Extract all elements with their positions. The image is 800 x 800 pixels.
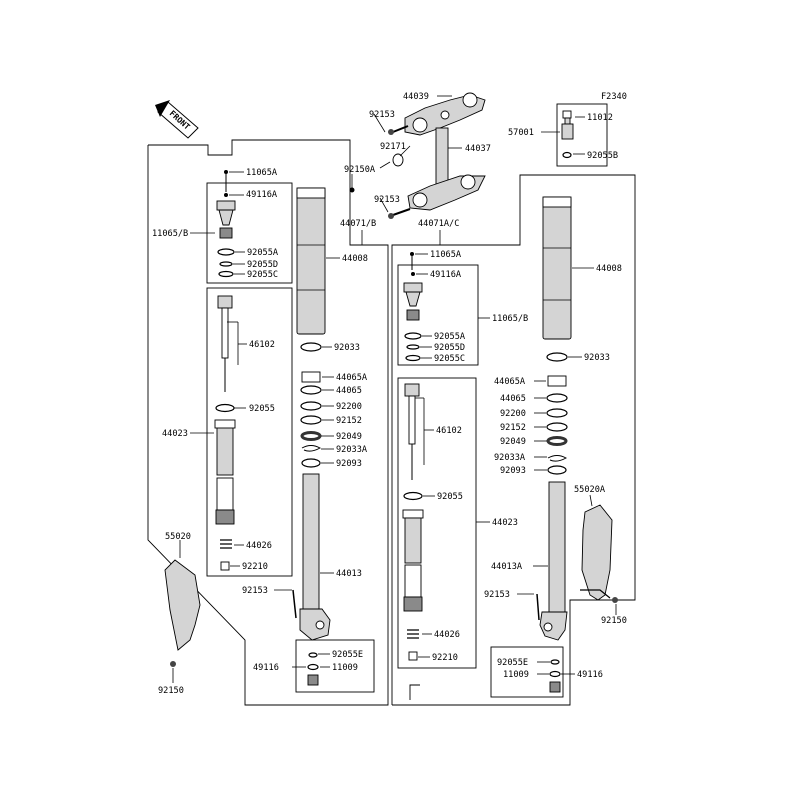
label-11009-right: 11009 — [503, 670, 529, 680]
label-49116a-right: 49116A — [430, 270, 462, 280]
left-cartridge-box — [206, 287, 293, 577]
label-92033-left: 92033 — [334, 343, 360, 353]
damper-tool-icon — [561, 110, 574, 159]
label-92093-right: 92093 — [500, 466, 526, 476]
label-92150-right: 92150 — [601, 616, 627, 626]
label-49116-left: 49116 — [253, 663, 279, 673]
right-seal-stack — [546, 375, 568, 475]
label-11012: 11012 — [587, 113, 613, 123]
label-11065a-right: 11065A — [430, 250, 462, 260]
label-46102-left: 46102 — [249, 340, 275, 350]
label-92153-top: 92153 — [369, 110, 395, 120]
label-44023-left: 44023 — [162, 429, 188, 439]
right-fork-outline — [391, 174, 636, 706]
label-44039: 44039 — [403, 92, 429, 102]
label-44065a-right: 44065A — [494, 377, 526, 387]
right-cap-assembly — [403, 252, 423, 362]
label-92153-right: 92153 — [484, 590, 510, 600]
label-92033a-left: 92033A — [336, 445, 368, 455]
label-92033a-right: 92033A — [494, 453, 526, 463]
label-44071b: 44071/B — [340, 219, 376, 229]
right-fork-guard — [580, 504, 618, 603]
left-bleed-screw — [307, 652, 319, 686]
label-92153-mid: 92153 — [374, 195, 400, 205]
label-44008-right: 44008 — [596, 264, 622, 274]
label-44037: 44037 — [465, 144, 491, 154]
label-92153-left: 92153 — [242, 586, 268, 596]
left-bottom-box — [295, 639, 375, 693]
right-outer-tube — [542, 196, 572, 362]
label-44013-left: 44013 — [336, 569, 362, 579]
label-49116-right: 49116 — [577, 670, 603, 680]
label-44065-right: 44065 — [500, 394, 526, 404]
label-92055-right: 92055 — [437, 492, 463, 502]
label-92055d-left: 92055D — [247, 260, 278, 270]
label-55020a-right: 55020A — [574, 485, 606, 495]
upper-triple-clamp — [404, 92, 486, 136]
label-92055a-right: 92055A — [434, 332, 466, 342]
clamp-bolt-icon — [349, 125, 411, 219]
label-92055e-left: 92055E — [332, 650, 363, 660]
label-92171: 92171 — [380, 142, 406, 152]
left-fork-guard — [164, 559, 201, 667]
label-92055d-right: 92055D — [434, 343, 465, 353]
label-92055c-left: 92055C — [247, 270, 278, 280]
label-11065a-left: 11065A — [246, 168, 278, 178]
figure-code: F2340 — [601, 92, 627, 102]
label-11065b-right: 11065/B — [492, 314, 528, 324]
right-cartridge-box — [397, 377, 477, 669]
front-arrow-icon: FRONT — [155, 100, 199, 139]
label-92210-right: 92210 — [432, 653, 458, 663]
label-92152-left: 92152 — [336, 416, 362, 426]
label-46102-right: 46102 — [436, 426, 462, 436]
steering-stem — [407, 127, 486, 211]
label-92055-left: 92055 — [249, 404, 275, 414]
label-57001: 57001 — [508, 128, 534, 138]
tool-box — [556, 103, 608, 167]
right-inner-tube — [536, 481, 568, 641]
label-92200-right: 92200 — [500, 409, 526, 419]
label-44065a-left: 44065A — [336, 373, 368, 383]
left-seal-stack — [300, 371, 322, 468]
label-44023-right: 44023 — [492, 518, 518, 528]
label-11009-left: 11009 — [332, 663, 358, 673]
label-92093-left: 92093 — [336, 459, 362, 469]
label-92055a-left: 92055A — [247, 248, 279, 258]
label-44013a-right: 44013A — [491, 562, 523, 572]
right-bleed-screw — [549, 659, 561, 693]
right-cap-box — [397, 264, 479, 366]
label-92210-left: 92210 — [242, 562, 268, 572]
label-55020-left: 55020 — [165, 532, 191, 542]
label-44008-left: 44008 — [342, 254, 368, 264]
label-92200-left: 92200 — [336, 402, 362, 412]
label-92055c-right: 92055C — [434, 354, 465, 364]
left-fork-outline — [147, 139, 389, 706]
left-inner-tube — [292, 473, 331, 641]
label-92049-left: 92049 — [336, 432, 362, 442]
label-44065-left: 44065 — [336, 386, 362, 396]
label-92049-right: 92049 — [500, 437, 526, 447]
right-bottom-box — [490, 646, 564, 698]
label-92033-right: 92033 — [584, 353, 610, 363]
left-cap-assembly — [216, 170, 236, 278]
label-11065b-left: 11065/B — [152, 229, 188, 239]
label-92150a: 92150A — [344, 165, 376, 175]
label-44026-right: 44026 — [434, 630, 460, 640]
left-outer-tube — [296, 187, 326, 352]
label-92150-left: 92150 — [158, 686, 184, 696]
right-damper-cartridge — [402, 383, 424, 661]
label-92055b: 92055B — [587, 151, 618, 161]
label-44026-left: 44026 — [246, 541, 272, 551]
label-92055e-right: 92055E — [497, 658, 528, 668]
label-92152-right: 92152 — [500, 423, 526, 433]
label-44071ac: 44071A/C — [418, 219, 459, 229]
left-damper-cartridge — [214, 295, 236, 571]
label-49116a-left: 49116A — [246, 190, 278, 200]
